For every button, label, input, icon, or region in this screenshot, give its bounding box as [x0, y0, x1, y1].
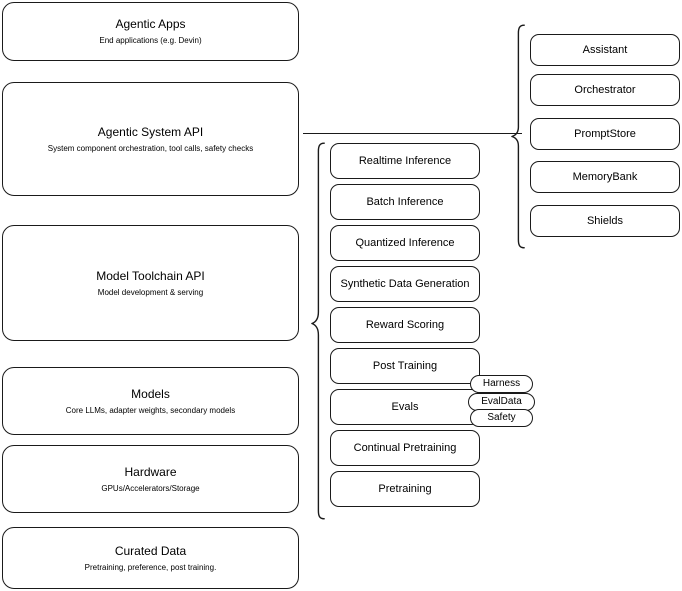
- system-components-brace: [511, 24, 525, 249]
- badge-label: EvalData: [481, 396, 522, 407]
- stack-subtitle: System component orchestration, tool cal…: [47, 143, 254, 153]
- stack-box-hardware[interactable]: Hardware GPUs/Accelerators/Storage: [2, 445, 299, 513]
- stack-subtitle: Model development & serving: [97, 287, 204, 297]
- stack-box-agentic-system-api[interactable]: Agentic System API System component orch…: [2, 82, 299, 196]
- badge-label: Harness: [482, 378, 521, 389]
- badge-harness[interactable]: Harness: [470, 375, 533, 393]
- chip-realtime-inference[interactable]: Realtime Inference: [330, 143, 480, 179]
- chip-assistant[interactable]: Assistant: [530, 34, 680, 66]
- stack-box-curated-data[interactable]: Curated Data Pretraining, preference, po…: [2, 527, 299, 589]
- chip-label: Batch Inference: [366, 195, 444, 208]
- chip-label: Synthetic Data Generation: [340, 277, 470, 290]
- toolchain-components-brace: [311, 142, 325, 520]
- chip-pretraining[interactable]: Pretraining: [330, 471, 480, 507]
- chip-shields[interactable]: Shields: [530, 205, 680, 237]
- stack-title: Agentic System API: [97, 124, 204, 139]
- chip-label: Quantized Inference: [355, 236, 455, 249]
- chip-label: PromptStore: [574, 127, 636, 140]
- chip-label: Pretraining: [378, 482, 432, 495]
- stack-title: Curated Data: [114, 543, 187, 558]
- chip-promptstore[interactable]: PromptStore: [530, 118, 680, 150]
- chip-orchestrator[interactable]: Orchestrator: [530, 74, 680, 106]
- chip-reward-scoring[interactable]: Reward Scoring: [330, 307, 480, 343]
- connector-line-system-api: [303, 133, 522, 134]
- chip-batch-inference[interactable]: Batch Inference: [330, 184, 480, 220]
- chip-label: Orchestrator: [574, 83, 636, 96]
- stack-title: Models: [131, 386, 170, 401]
- chip-continual-pretraining[interactable]: Continual Pretraining: [330, 430, 480, 466]
- stack-subtitle: End applications (e.g. Devin): [99, 36, 202, 45]
- stack-title: Model Toolchain API: [96, 268, 205, 283]
- stack-box-model-toolchain-api[interactable]: Model Toolchain API Model development & …: [2, 225, 299, 341]
- chip-label: Shields: [586, 214, 624, 227]
- stack-subtitle: GPUs/Accelerators/Storage: [101, 483, 200, 493]
- chip-label: Reward Scoring: [365, 318, 445, 331]
- chip-memorybank[interactable]: MemoryBank: [530, 161, 680, 193]
- chip-label: MemoryBank: [572, 170, 638, 183]
- chip-synthetic-data-generation[interactable]: Synthetic Data Generation: [330, 266, 480, 302]
- stack-title: Agentic Apps: [115, 17, 186, 31]
- stack-box-agentic-apps[interactable]: Agentic Apps End applications (e.g. Devi…: [2, 2, 299, 61]
- badge-label: Safety: [487, 412, 516, 423]
- chip-label: Evals: [391, 400, 419, 413]
- chip-evals[interactable]: Evals: [330, 389, 480, 425]
- chip-label: Continual Pretraining: [353, 441, 457, 454]
- chip-post-training[interactable]: Post Training: [330, 348, 480, 384]
- stack-subtitle: Core LLMs, adapter weights, secondary mo…: [65, 405, 236, 415]
- stack-subtitle: Pretraining, preference, post training.: [84, 562, 217, 572]
- chip-label: Assistant: [582, 43, 628, 56]
- chip-quantized-inference[interactable]: Quantized Inference: [330, 225, 480, 261]
- chip-label: Post Training: [372, 359, 438, 372]
- stack-title: Hardware: [124, 464, 177, 479]
- chip-label: Realtime Inference: [358, 154, 452, 167]
- stack-box-models[interactable]: Models Core LLMs, adapter weights, secon…: [2, 367, 299, 435]
- badge-safety[interactable]: Safety: [470, 409, 533, 427]
